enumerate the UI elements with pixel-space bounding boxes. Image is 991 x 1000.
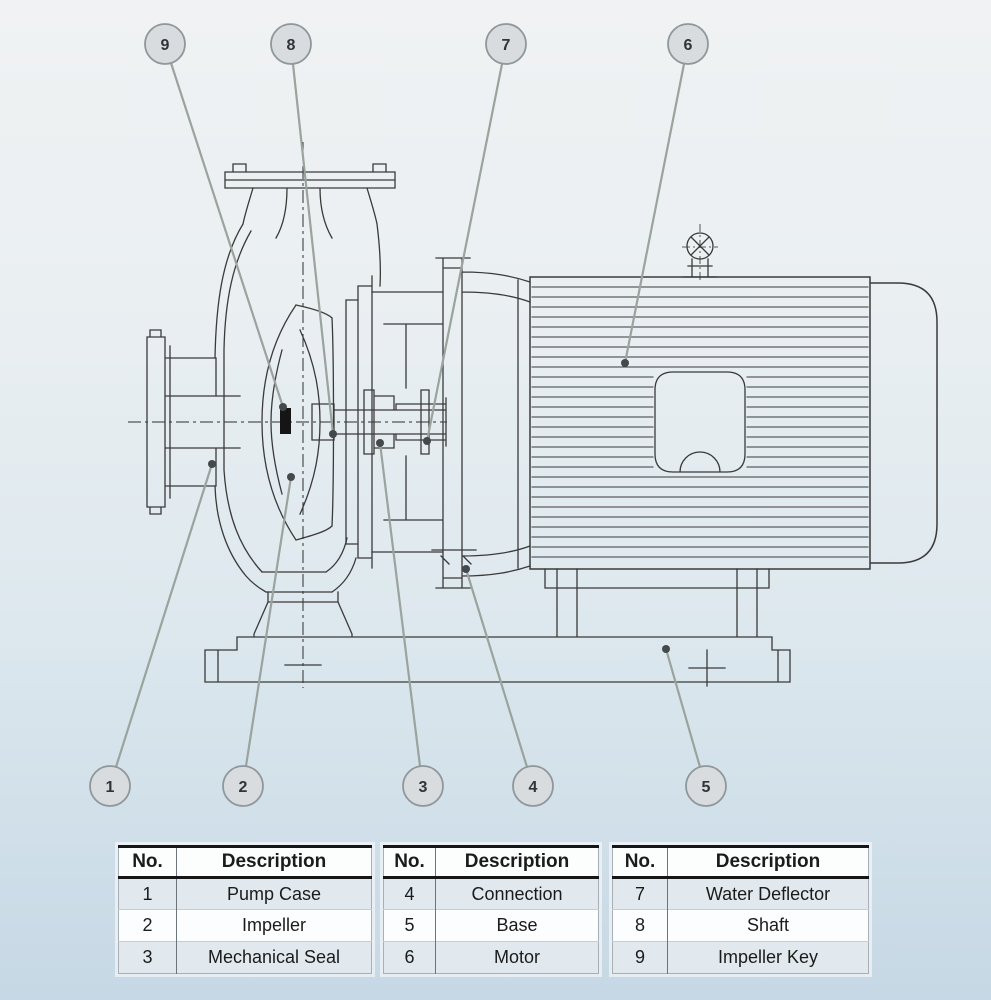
leader-dots [208,359,670,653]
table-row: 8 Shaft [612,909,869,942]
part-number: 3 [118,941,177,974]
leader-line-9 [169,62,285,408]
eyebolt-icon [686,232,714,260]
leader-line-5 [664,648,702,768]
part-description: Connection [435,877,599,910]
leader-dot-4 [462,565,470,573]
callout-7: 7 [485,23,527,65]
part-description: Impeller Key [667,941,869,974]
callout-5-number: 5 [702,779,711,796]
callout-9-number: 9 [161,37,170,54]
callout-2: 2 [222,765,264,807]
leader-dot-7 [423,437,431,445]
callout-8: 8 [270,23,312,65]
part-number: 5 [383,909,436,942]
callout-3-number: 3 [419,779,428,796]
parts-table-1: No. Description 1 Pump Case 2 Impeller 3… [118,845,372,974]
callout-5: 5 [685,765,727,807]
leader-dot-5 [662,645,670,653]
table-row: 1 Pump Case [118,877,372,910]
col-header-description: Description [667,845,869,879]
shaft-and-seal [333,389,447,455]
leader-line-1 [114,463,214,768]
part-number: 6 [383,941,436,974]
table-header-row: No. Description [612,845,869,879]
callout-6: 6 [667,23,709,65]
part-description: Water Deflector [667,877,869,910]
part-number: 8 [612,909,668,942]
callout-2-number: 2 [239,779,248,796]
table-row: 6 Motor [383,941,599,974]
col-header-description: Description [176,845,372,879]
part-description: Shaft [667,909,869,942]
col-header-no: No. [612,845,668,879]
table-row: 5 Base [383,909,599,942]
table-row: 9 Impeller Key [612,941,869,974]
pump-case [214,163,396,593]
parts-table-2: No. Description 4 Connection 5 Base 6 Mo… [383,845,599,974]
part-description: Motor [435,941,599,974]
leader-line-7 [425,63,504,442]
table-row: 2 Impeller [118,909,372,942]
leader-line-4 [464,568,529,768]
part-number: 9 [612,941,668,974]
motor-nameplate-window [654,371,746,473]
col-header-no: No. [383,845,436,879]
callout-8-number: 8 [287,37,296,54]
part-description: Base [435,909,599,942]
parts-table-3: No. Description 7 Water Deflector 8 Shaf… [612,845,869,974]
leader-dot-2 [287,473,295,481]
col-header-no: No. [118,845,177,879]
callout-9: 9 [144,23,186,65]
table-header-row: No. Description [383,845,599,879]
table-row: 4 Connection [383,877,599,910]
leader-line-2 [244,476,293,767]
callout-1-number: 1 [106,779,115,796]
part-number: 4 [404,883,415,904]
centerlines [128,142,718,688]
callout-4-number: 4 [529,779,538,796]
callout-1: 1 [89,765,131,807]
eyebolt-detail [683,236,717,278]
suction-flange [146,329,241,515]
part-description: Mechanical Seal [176,941,372,974]
connection-bracket [371,257,531,589]
part-description: Impeller [176,909,372,942]
leader-dot-6 [621,359,629,367]
casing-back-cover [345,275,373,569]
leader-line-3 [378,442,422,767]
callout-3: 3 [402,765,444,807]
base-and-feet [204,568,791,687]
leader-dot-1 [208,460,216,468]
pump-drawing [146,163,938,687]
motor-body [529,276,938,570]
leader-dot-3 [376,439,384,447]
table-row: 3 Mechanical Seal [118,941,372,974]
leader-line-6 [623,63,686,364]
impeller [261,304,335,541]
callout-7-number: 7 [502,37,511,54]
motor-fins [531,286,869,558]
part-number: 7 [634,883,645,904]
leader-line-8 [291,63,335,435]
motor-fins-split [531,376,869,468]
part-number: 2 [118,909,177,942]
leader-lines [114,62,702,768]
callout-4: 4 [512,765,554,807]
part-description: Pump Case [176,877,372,910]
impeller-key [280,408,291,434]
table-row: 7 Water Deflector [612,877,869,910]
table-header-row: No. Description [118,845,372,879]
leader-dot-9 [279,403,287,411]
callout-6-number: 6 [684,37,693,54]
leader-dot-8 [329,430,337,438]
col-header-description: Description [435,845,599,879]
callouts: 1 2 3 4 5 6 7 [89,23,727,807]
part-number: 1 [142,883,153,904]
